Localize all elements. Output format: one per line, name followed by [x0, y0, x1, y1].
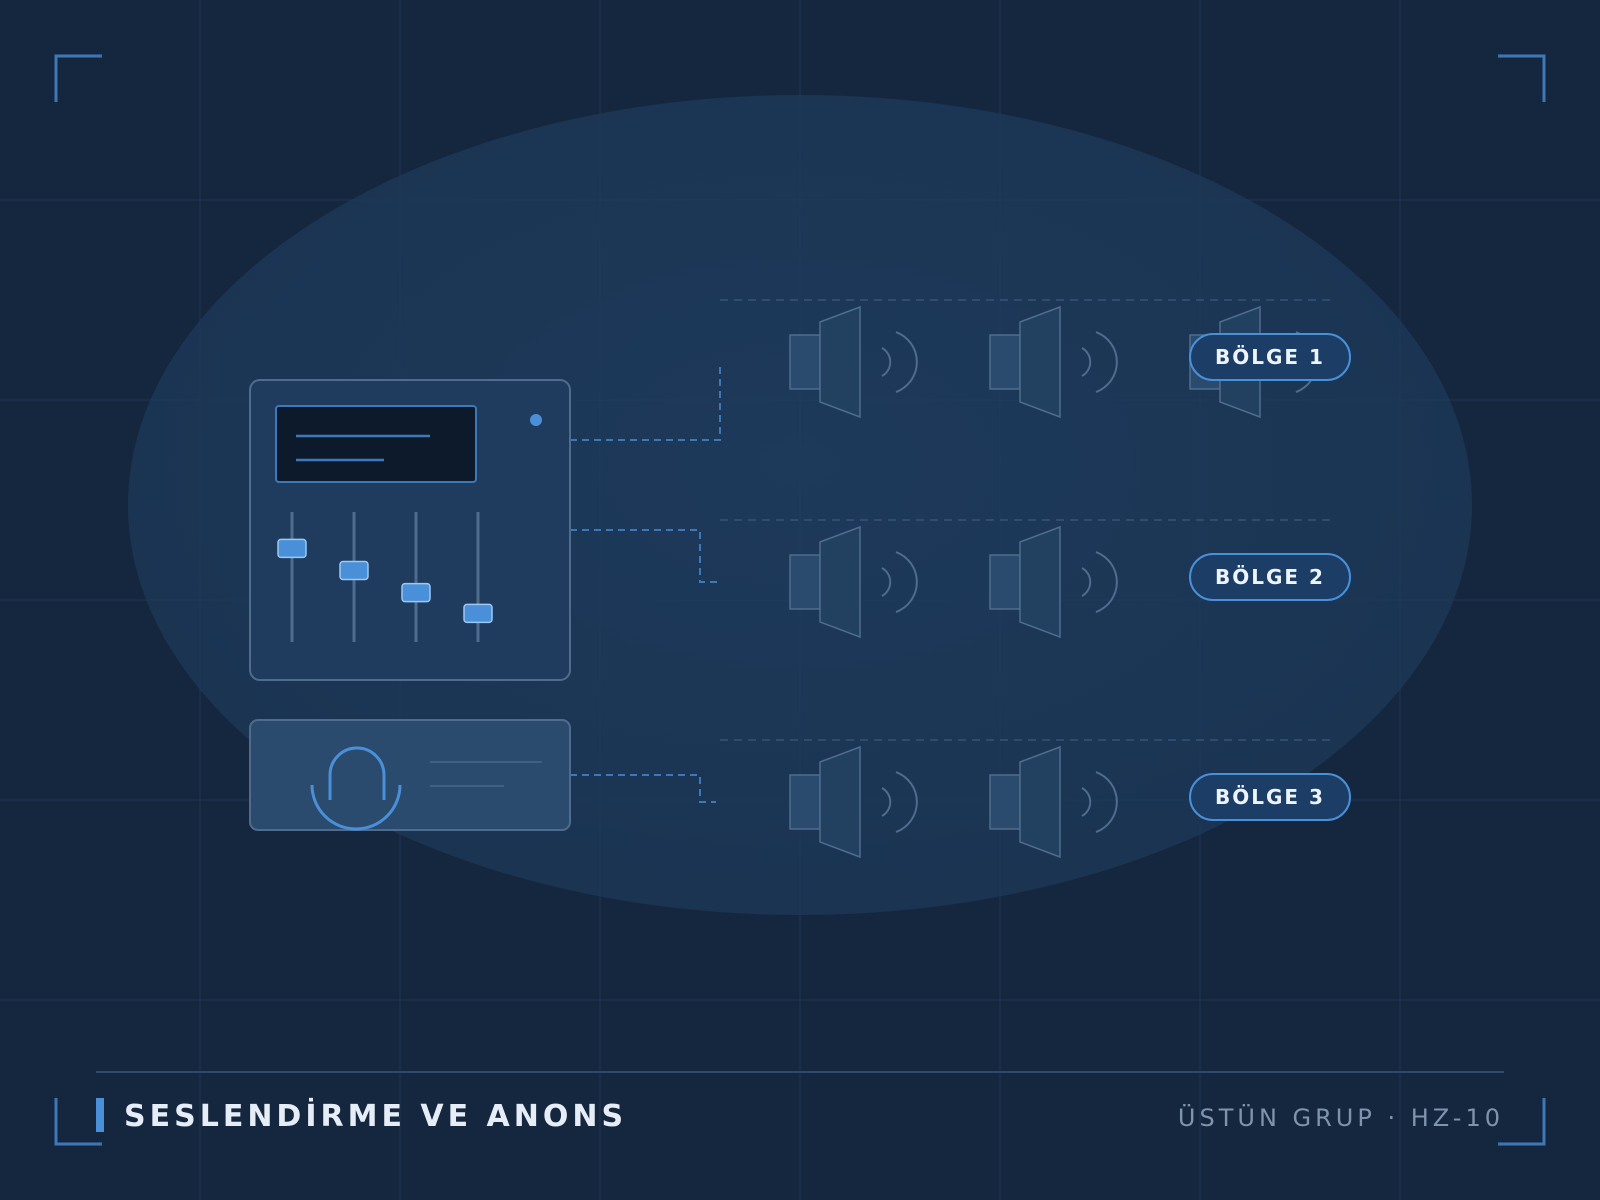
- microphone-panel: [249, 719, 571, 831]
- zone-badge-2: BÖLGE 2: [1189, 553, 1351, 601]
- corner-brackets: [54, 54, 1546, 1146]
- microphone-icon: [310, 746, 402, 831]
- sound-wave-icon: [881, 331, 918, 393]
- zone-dividers: [720, 299, 1336, 741]
- faders: [277, 512, 493, 642]
- speaker-icon: [989, 525, 1118, 639]
- connector-zone-2: [570, 529, 720, 583]
- zone-badge-1: BÖLGE 1: [1189, 333, 1351, 381]
- sound-wave-icon: [881, 551, 918, 613]
- fader-knob-3: [401, 582, 431, 603]
- connector-zone-3: [570, 774, 716, 803]
- fader-knob-4: [463, 603, 493, 624]
- fader-knob-1: [277, 538, 307, 559]
- corner-bracket-top-left: [54, 54, 102, 102]
- speaker-icon: [789, 305, 918, 419]
- zone-badge-label-2: BÖLGE 2: [1215, 565, 1325, 589]
- corner-bracket-bottom-left: [54, 1098, 102, 1146]
- mixer-console-icon: [249, 379, 571, 681]
- corner-bracket-bottom-right: [1498, 1098, 1546, 1146]
- sound-wave-icon: [881, 771, 918, 833]
- connector-zone-1: [570, 362, 721, 441]
- speaker-icon: [789, 745, 918, 859]
- footer-accent-bar: [96, 1098, 104, 1132]
- power-led: [530, 414, 542, 426]
- sound-wave-icon: [1081, 331, 1118, 393]
- microphone-unit: [249, 719, 571, 831]
- signal-connectors: [570, 362, 721, 803]
- speaker-icon: [789, 525, 918, 639]
- footer-brand: ÜSTÜN GRUP · HZ-10: [1178, 1103, 1504, 1132]
- fader-knob-2: [339, 560, 369, 581]
- background-glow: [128, 95, 1472, 915]
- speaker-icon: [989, 745, 1118, 859]
- footer-title: SESLENDİRME VE ANONS: [124, 1098, 627, 1134]
- speaker-icon: [989, 305, 1118, 419]
- sound-wave-icon: [1081, 771, 1118, 833]
- sound-wave-icon: [1081, 551, 1118, 613]
- zone-badge-label-1: BÖLGE 1: [1215, 345, 1325, 369]
- corner-bracket-top-right: [1498, 54, 1546, 102]
- zone-badge-label-3: BÖLGE 3: [1215, 785, 1325, 809]
- zone-badge-3: BÖLGE 3: [1189, 773, 1351, 821]
- mixer-display: [275, 405, 477, 483]
